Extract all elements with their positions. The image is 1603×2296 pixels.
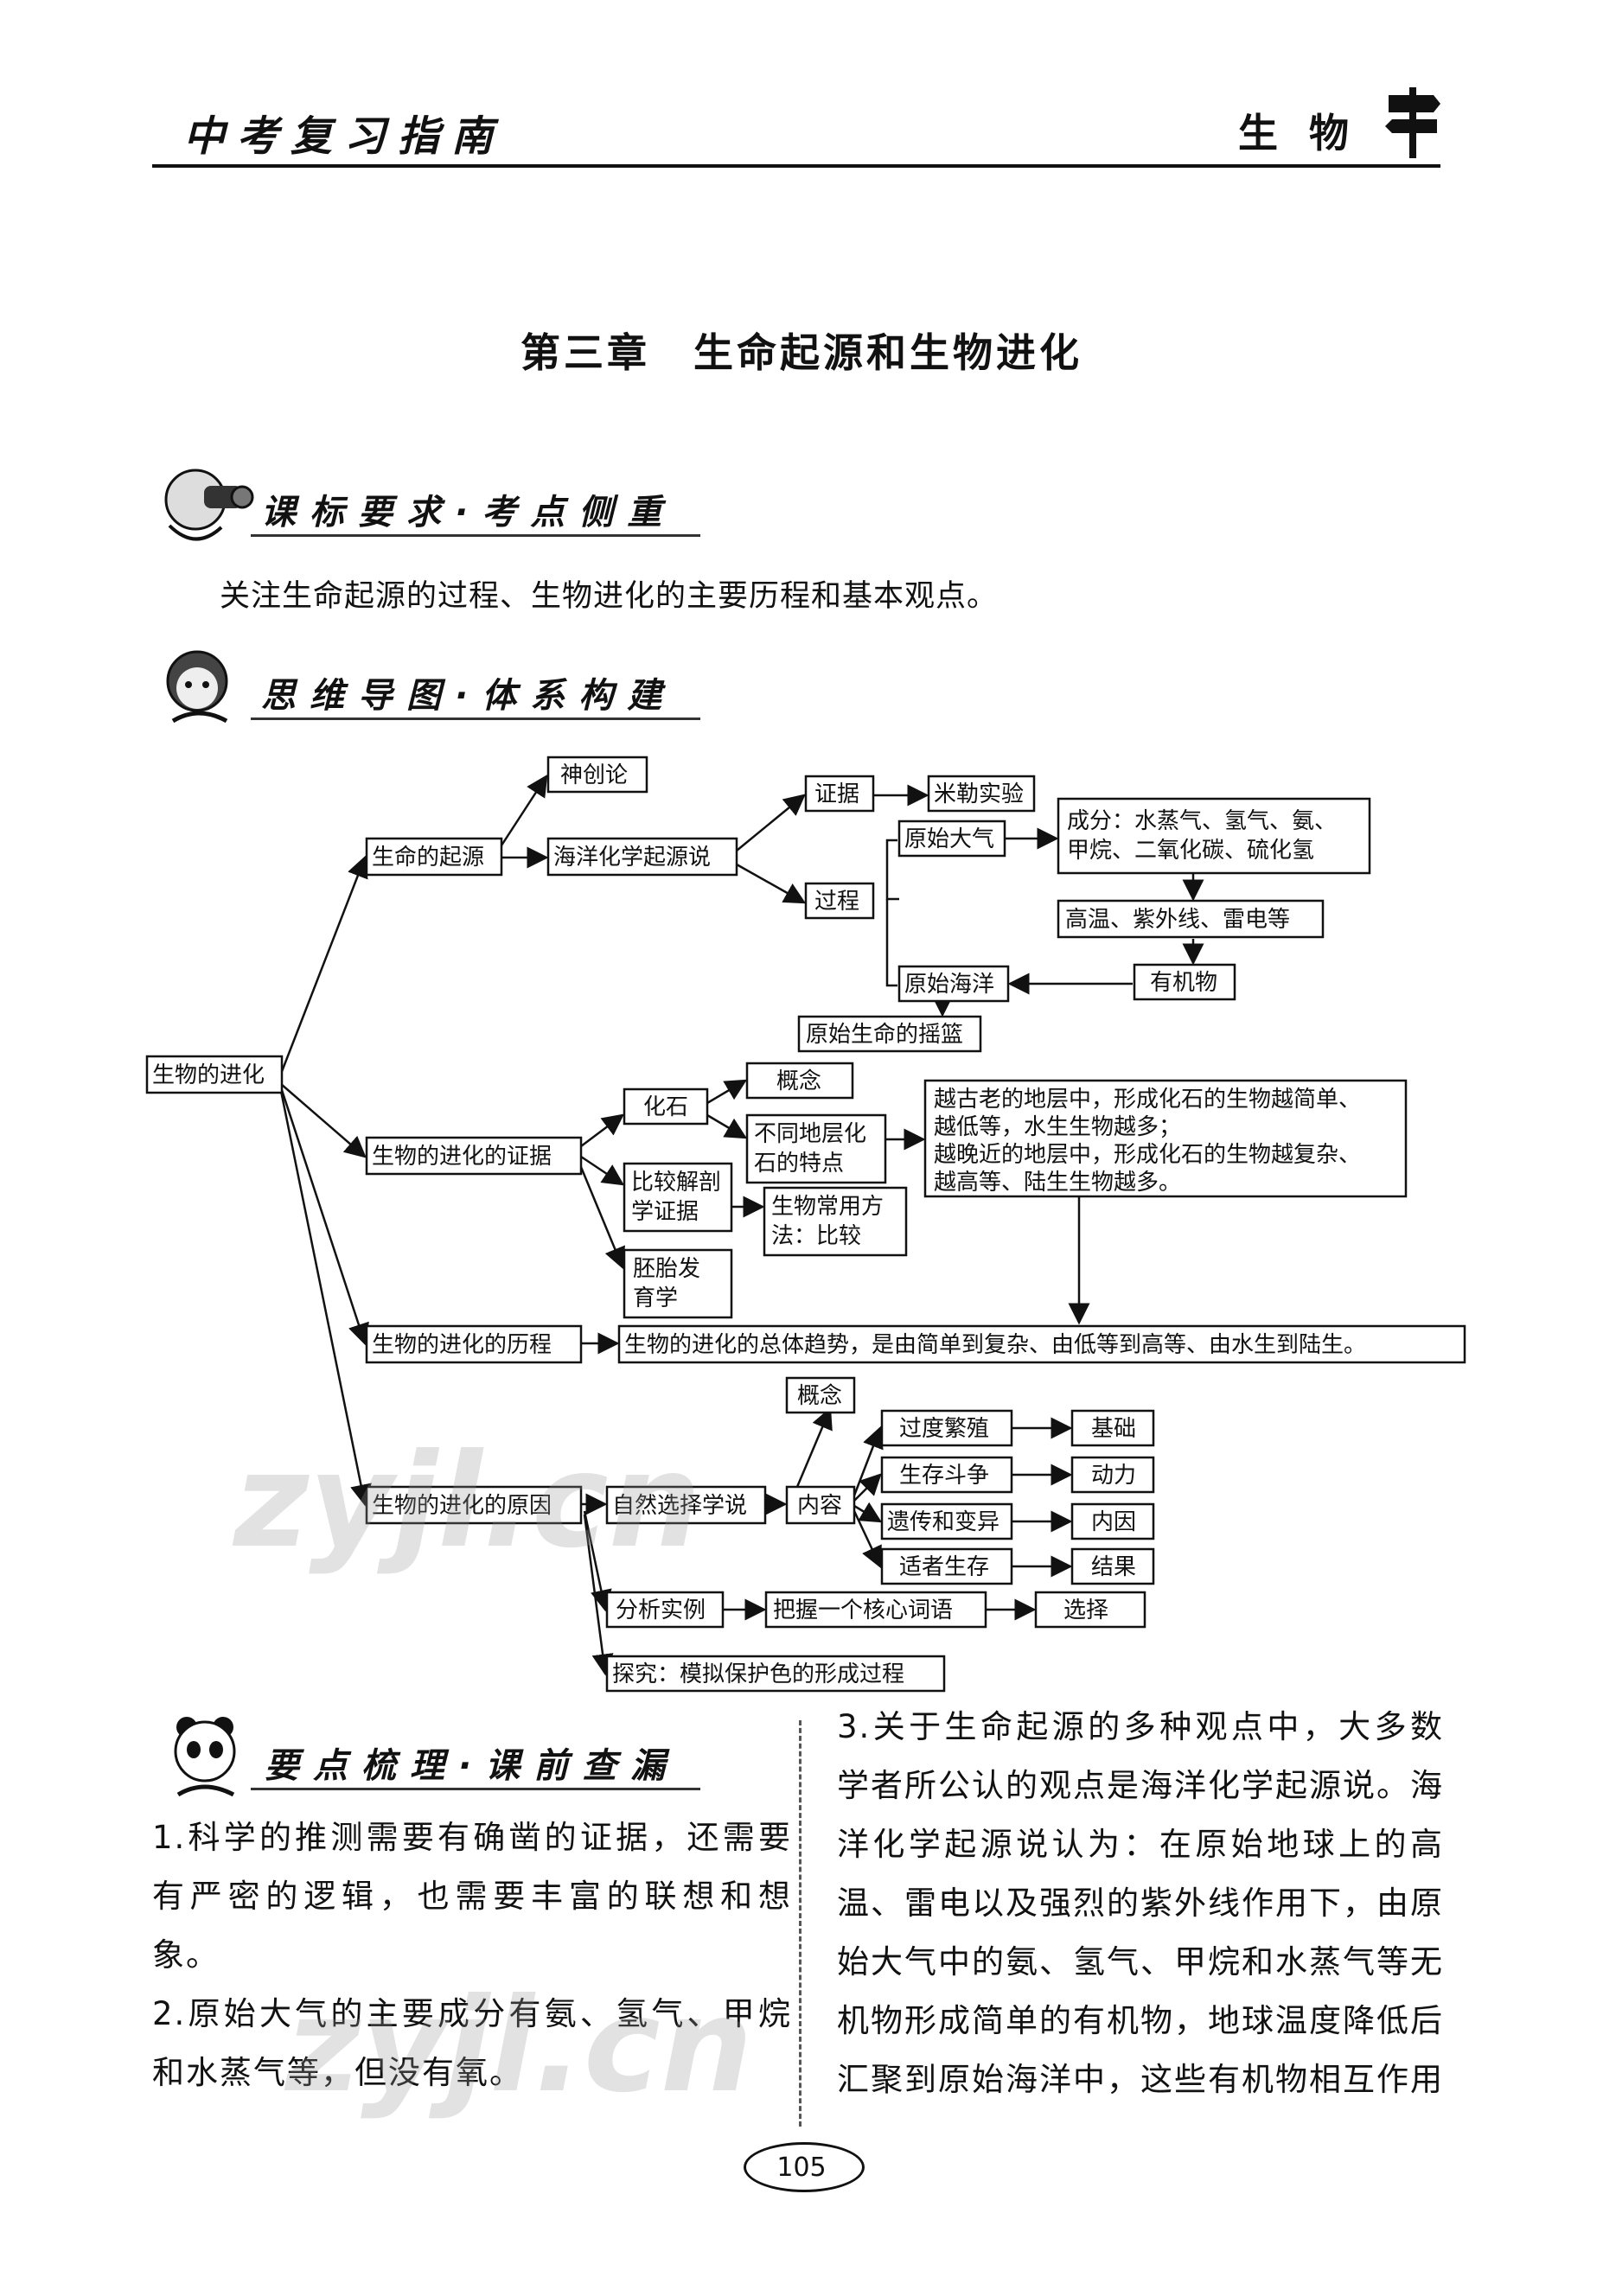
mascot-panda-icon — [152, 1708, 256, 1803]
label-strata-desc-4: 越高等、陆生生物越多。 — [934, 1170, 1181, 1196]
label-anatomy-1: 比较解剖 — [631, 1170, 721, 1196]
watermark: zyjl.cn — [285, 1971, 753, 2121]
label-concept-1: 概念 — [776, 1068, 821, 1094]
label-overbreed: 过度繁殖 — [899, 1416, 989, 1442]
label-result: 结果 — [1091, 1554, 1136, 1580]
label-process: 过程 — [814, 889, 859, 915]
label-primitive-atmosphere: 原始大气 — [904, 826, 994, 852]
label-selection: 选择 — [1063, 1598, 1108, 1623]
label-strata-1: 不同地层化 — [754, 1121, 866, 1147]
label-method-2: 法：比较 — [771, 1223, 861, 1249]
page-number: 105 — [0, 2152, 1603, 2183]
label-struggle: 生存斗争 — [899, 1463, 989, 1489]
label-cradle: 原始生命的摇篮 — [806, 1022, 963, 1048]
label-strata-2: 石的特点 — [754, 1151, 844, 1177]
point-1: 1.科学的推测需要有确凿的证据，还需要有严密的逻辑，也需要丰富的联想和想象。 — [152, 1808, 792, 1985]
section-underline — [251, 1788, 700, 1790]
label-internal: 内因 — [1091, 1509, 1136, 1535]
label-composition-1: 成分：水蒸气、氢气、氨、 — [1067, 808, 1337, 834]
label-survival: 适者生存 — [899, 1554, 989, 1580]
label-miller: 米勒实验 — [934, 781, 1024, 807]
label-basis: 基础 — [1091, 1416, 1136, 1442]
column-divider — [799, 1720, 802, 2127]
label-root: 生物的进化 — [152, 1062, 265, 1088]
label-fossil: 化石 — [643, 1094, 688, 1120]
section-title-key-points: 要点梳理·课前查漏 — [265, 1738, 679, 1788]
label-evidence: 证据 — [814, 781, 859, 807]
label-trend: 生物的进化的总体趋势，是由简单到复杂、由低等到高等、由水生到陆生。 — [624, 1332, 1366, 1358]
label-heredity: 遗传和变异 — [887, 1509, 999, 1535]
label-creation: 神创论 — [560, 762, 628, 788]
label-explore: 探究：模拟保护色的形成过程 — [612, 1661, 904, 1687]
label-method-1: 生物常用方 — [771, 1194, 884, 1220]
label-origin: 生命的起源 — [372, 845, 484, 871]
label-content: 内容 — [797, 1493, 842, 1519]
label-strata-desc-3: 越晚近的地层中，形成化石的生物越复杂、 — [934, 1142, 1361, 1168]
label-keyword: 把握一个核心词语 — [773, 1598, 953, 1623]
label-anatomy-2: 学证据 — [631, 1199, 699, 1225]
label-example: 分析实例 — [616, 1598, 706, 1623]
label-evo-evidence: 生物的进化的证据 — [372, 1144, 552, 1170]
label-strata-desc-1: 越古老的地层中，形成化石的生物越简单、 — [934, 1087, 1361, 1113]
label-embryo-2: 育学 — [633, 1285, 678, 1311]
label-motive: 动力 — [1091, 1463, 1136, 1489]
label-organic: 有机物 — [1150, 970, 1217, 996]
label-strata-desc-2: 越低等，水生生物越多； — [934, 1114, 1181, 1140]
label-concept-2: 概念 — [797, 1383, 842, 1409]
watermark: zyjl.cn — [233, 1426, 701, 1577]
label-primitive-ocean: 原始海洋 — [904, 972, 994, 998]
point-3: 3.关于生命起源的多种观点中，大多数学者所公认的观点是海洋化学起源说。海洋化学起… — [837, 1698, 1444, 2109]
label-energy: 高温、紫外线、雷电等 — [1065, 907, 1290, 933]
label-evo-history: 生物的进化的历程 — [372, 1332, 552, 1358]
label-composition-2: 甲烷、二氧化碳、硫化氢 — [1067, 838, 1314, 864]
label-ocean-theory: 海洋化学起源说 — [553, 845, 711, 871]
label-embryo-1: 胚胎发 — [633, 1256, 700, 1282]
